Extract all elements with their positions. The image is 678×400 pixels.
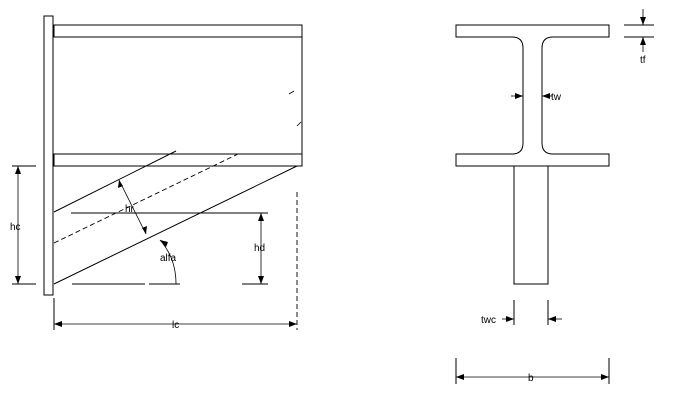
section-view: tf tw twc b [455, 9, 654, 384]
hr-dimension-line [118, 179, 147, 235]
haunch-top-flange-line [53, 150, 177, 213]
tee-stem [513, 165, 549, 285]
twc-arrow-right [548, 316, 556, 322]
beam-top-flange [53, 24, 303, 38]
hd-arrow-bottom [258, 276, 264, 284]
twc-label: twc [481, 315, 496, 326]
break-mark [296, 121, 302, 127]
i-section-outline [455, 24, 610, 167]
hc-arrow-top [15, 166, 21, 174]
b-arrow-right [601, 374, 609, 380]
tw-arrow-left [515, 93, 523, 99]
lc-arrow-left [54, 321, 62, 327]
alfa-label: alfa [160, 253, 177, 264]
hc-arrow-bottom [15, 276, 21, 284]
lc-label: lc [172, 320, 179, 331]
b-label: b [528, 373, 534, 384]
tw-label: tw [551, 92, 562, 103]
haunch-bottom-flange-line [53, 165, 298, 285]
hr-arrow-bottom [142, 226, 147, 234]
tw-arrow-right [542, 93, 550, 99]
column-end-plate [43, 15, 54, 296]
beam-bottom-flange [53, 153, 303, 167]
hd-arrow-top [258, 213, 264, 221]
side-elevation: hr hd alfa hc lc [10, 15, 303, 331]
hr-arrow-top [118, 180, 123, 188]
break-mark [288, 90, 295, 95]
twc-arrow-left [506, 316, 514, 322]
haunch-web-dashed-line [53, 153, 239, 244]
hc-label: hc [10, 222, 21, 233]
alfa-arrow [160, 240, 168, 247]
tf-arrow-bottom [640, 37, 646, 45]
hr-label: hr [125, 204, 135, 215]
b-arrow-left [456, 374, 464, 380]
hd-label: hd [254, 243, 265, 254]
tf-arrow-top [640, 17, 646, 25]
lc-arrow-right [289, 321, 297, 327]
alfa-angle-arc [159, 239, 177, 285]
tf-label: tf [640, 55, 646, 66]
